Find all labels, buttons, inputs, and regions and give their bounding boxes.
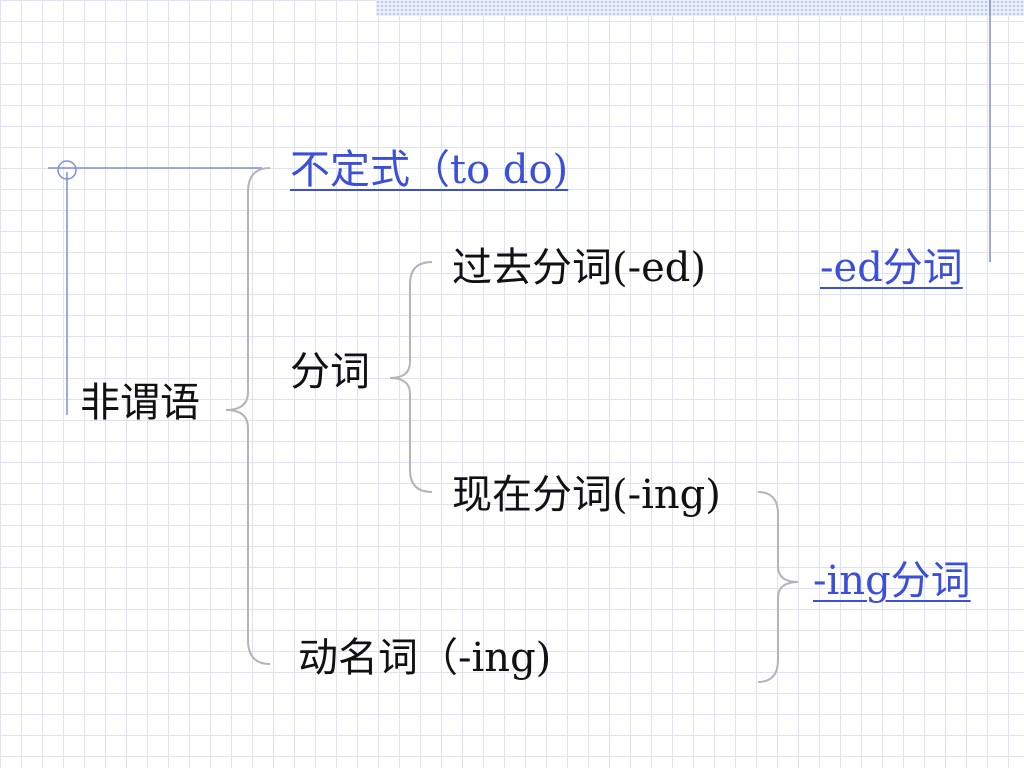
infinitive-link[interactable]: 不定式（to do) [290,147,569,193]
participle-brace [389,261,433,493]
root-term-label: 非谓语 [80,380,200,426]
past-participle-label: 过去分词(-ed) [452,245,707,291]
gerund-label: 动名词（-ing) [298,635,552,681]
corner-texture-band [376,0,1024,16]
participle-label: 分词 [290,349,370,395]
main-brace [225,167,271,665]
ing-participle-link[interactable]: -ing分词 [813,558,971,604]
ing-brace [757,491,799,683]
ed-participle-link[interactable]: -ed分词 [820,245,963,291]
present-participle-label: 现在分词(-ing) [452,472,721,518]
rule-knob [57,160,77,180]
